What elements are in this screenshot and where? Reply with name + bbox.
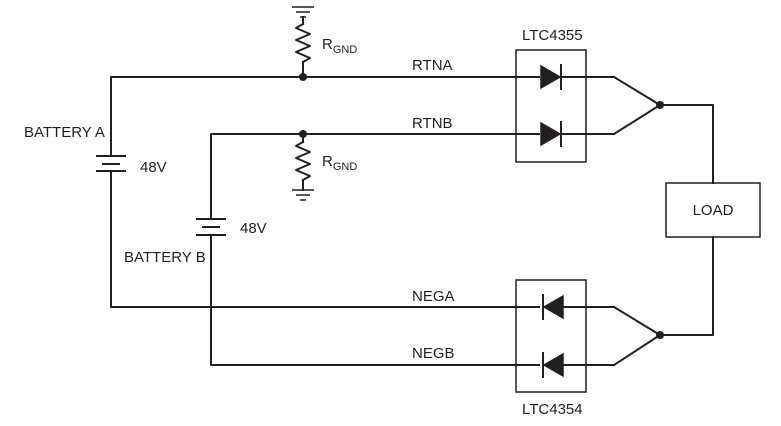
battery-a-voltage: 48V (140, 159, 167, 176)
rtna-wire (110, 76, 540, 151)
battery-a-label: BATTERY A (24, 124, 105, 141)
junction-rtnb (299, 130, 307, 138)
resistor-zigzag-bottom (295, 140, 311, 182)
load-bottom-wire (659, 236, 714, 336)
diode-rtnb (540, 121, 615, 147)
ltc4354-box (515, 279, 587, 393)
rgnd-bottom-label: RGND (322, 153, 357, 173)
neg-merge (612, 305, 661, 367)
junction-rtna (299, 73, 307, 81)
resistor-bottom (292, 133, 314, 201)
diode-nega (542, 294, 615, 320)
diode-rtna (540, 64, 615, 90)
chip-label-ltc4355: LTC4355 (522, 27, 583, 44)
net-label-rtna: RTNA (412, 57, 453, 74)
battery-a (96, 149, 126, 177)
rgnd-top-label: RGND (322, 36, 357, 56)
junction-rtn-merge (656, 101, 664, 109)
battery-b-voltage: 48V (240, 220, 267, 237)
ltc4355-box (515, 49, 587, 163)
rtn-merge (612, 75, 661, 136)
chip-label-ltc4354: LTC4354 (522, 401, 583, 418)
load-box (665, 182, 761, 238)
negb-wire (210, 239, 540, 366)
resistor-zigzag-top (295, 22, 311, 64)
diode-negb (542, 352, 615, 378)
battery-b-label: BATTERY B (124, 249, 206, 266)
battery-b (196, 213, 226, 241)
net-label-rtnb: RTNB (412, 115, 453, 132)
nega-wire (110, 175, 540, 308)
rtnb-wire (210, 133, 540, 215)
junction-neg-merge (656, 331, 664, 339)
load-top-wire (659, 104, 714, 184)
resistor-top (292, 6, 314, 78)
net-label-nega: NEGA (412, 288, 455, 305)
net-label-negb: NEGB (412, 345, 455, 362)
load-label: LOAD (693, 202, 734, 219)
